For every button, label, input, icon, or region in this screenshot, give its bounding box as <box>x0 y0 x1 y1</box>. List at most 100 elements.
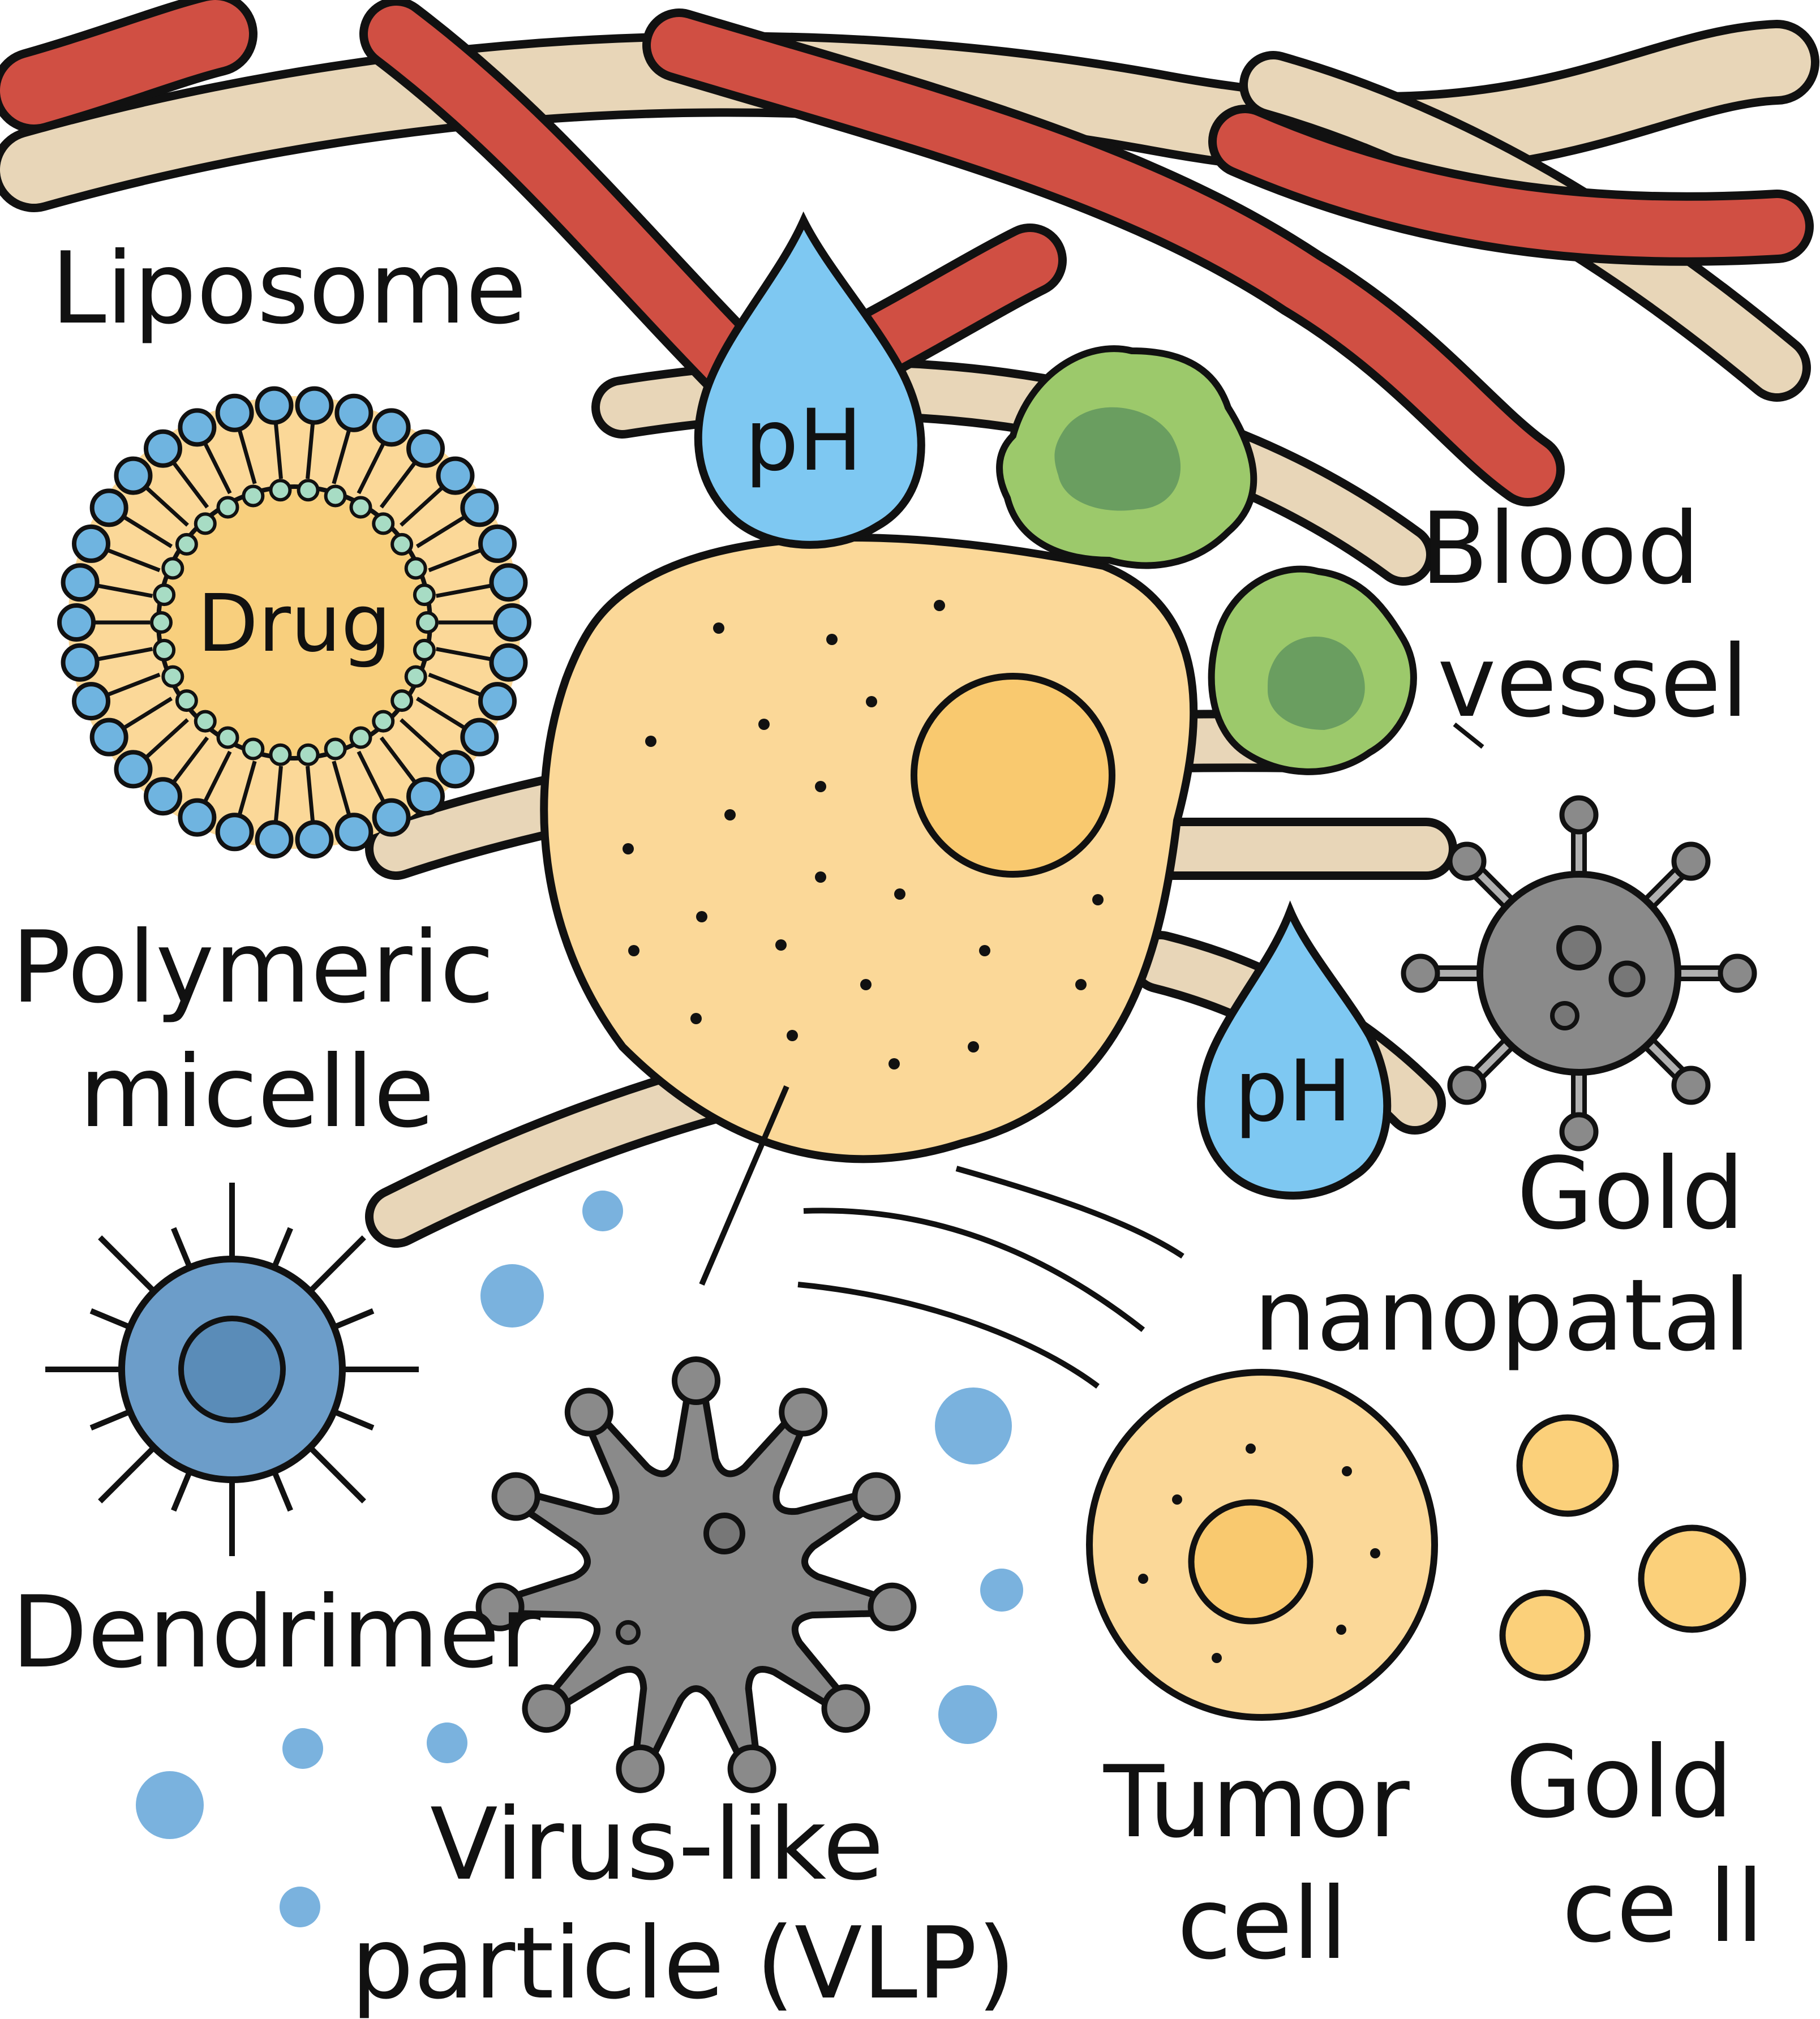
lipid-head <box>255 386 294 425</box>
lipid-head <box>143 777 182 816</box>
vlp-knob <box>852 1472 901 1521</box>
central-cell-granules <box>623 600 1104 1069</box>
spike-knob <box>1718 953 1757 993</box>
lipid-head <box>255 820 294 859</box>
ph-drop-icon: pH <box>694 211 925 549</box>
gold-particle-icon <box>1499 1414 1746 1681</box>
lipid-head <box>493 603 531 642</box>
central-cell-nucleus <box>911 673 1115 878</box>
vlp-knob <box>727 1744 776 1793</box>
lipid-head <box>178 408 217 447</box>
lipid-inner-head <box>175 532 198 556</box>
lipid-inner-head <box>404 665 427 688</box>
lipid-inner-head <box>153 638 176 661</box>
vlp-icon <box>475 1356 917 1793</box>
lipid-head <box>489 563 528 602</box>
lipid-inner-head <box>194 710 217 733</box>
lipid-inner-head <box>161 557 184 580</box>
lipid-head <box>436 456 475 495</box>
lipid-head <box>406 777 445 816</box>
lipid-head <box>478 682 517 721</box>
lipid-inner-head <box>216 726 239 749</box>
lipid-head <box>295 820 334 859</box>
lipid-inner-head <box>216 496 239 519</box>
lipid-inner-head <box>413 638 436 661</box>
spike-knob <box>1559 1112 1599 1152</box>
lipid-head <box>71 524 110 563</box>
vessel-pointer <box>1453 722 1484 749</box>
lipid-head <box>406 429 445 468</box>
lipid-head <box>436 750 475 789</box>
vlp-knob <box>821 1684 870 1733</box>
label-drug: Drug <box>198 578 392 670</box>
lipid-inner-head <box>297 743 320 766</box>
label-blood-vessel-1: Blood <box>1420 492 1700 607</box>
lipid-inner-head <box>269 743 292 766</box>
vlp-knob <box>672 1356 720 1405</box>
lipid-head <box>89 488 128 527</box>
lipid-head <box>478 524 517 563</box>
label-gold-cell-2: ce ll <box>1562 1850 1764 1965</box>
lipid-inner-head <box>324 737 347 761</box>
central-cell <box>540 534 1198 1286</box>
gold-nanoparticle-icon <box>1401 795 1757 1152</box>
lipid-inner-head <box>413 583 436 607</box>
lipid-inner-head <box>416 611 439 634</box>
lipid-head <box>89 718 128 757</box>
lipid-head <box>460 718 499 757</box>
lipid-inner-head <box>242 737 265 761</box>
label-polymeric-1: Polymeric <box>11 910 494 1025</box>
lipid-inner-head <box>372 710 395 733</box>
lipid-inner-head <box>150 611 173 634</box>
lipid-inner-head <box>269 479 292 502</box>
green-cell-icon <box>1208 565 1417 775</box>
label-tumor-2: cell <box>1177 1867 1347 1982</box>
green-cell-icon <box>996 345 1257 569</box>
label-blood-vessel-2: vessel <box>1437 625 1749 740</box>
label-gold-nano-1: Gold <box>1517 1137 1744 1252</box>
spike-knob <box>1671 1066 1711 1105</box>
lipid-inner-head <box>297 479 320 502</box>
lipid-head <box>114 750 153 789</box>
lipid-inner-head <box>194 512 217 535</box>
label-tumor-1: Tumor <box>1103 1745 1410 1860</box>
lipid-head <box>61 643 100 682</box>
vlp-knob <box>564 1387 613 1437</box>
lipid-head <box>114 456 153 495</box>
lipid-head <box>57 603 96 642</box>
lipid-head <box>460 488 499 527</box>
lipid-head <box>295 386 334 425</box>
spike-knob <box>1671 841 1711 881</box>
label-dendrimer: Dendrimer <box>11 1575 540 1690</box>
lipid-inner-head <box>404 557 427 580</box>
lipid-inner-head <box>390 689 414 712</box>
lipid-inner-head <box>390 532 414 556</box>
lipid-inner-head <box>175 689 198 712</box>
vlp-knob <box>491 1472 540 1521</box>
dendrimer-icon <box>45 1183 419 1556</box>
flow-lines <box>797 1166 1184 1389</box>
lipid-inner-head <box>349 496 372 519</box>
lipid-head <box>372 798 411 837</box>
ph-label-right: pH <box>1234 1042 1352 1141</box>
spike-knob <box>1447 841 1487 881</box>
label-vlp-2: particle (VLP) <box>351 1906 1016 2019</box>
label-gold-cell-1: Gold <box>1505 1725 1733 1840</box>
blue-dots <box>136 1191 1023 1927</box>
spike-knob <box>1559 795 1599 835</box>
spike-knob <box>1401 953 1440 993</box>
lipid-inner-head <box>242 484 265 508</box>
lipid-head <box>71 682 110 721</box>
lipid-head <box>61 563 100 602</box>
lipid-inner-head <box>161 665 184 688</box>
spike-knob <box>1447 1066 1487 1105</box>
lipid-inner-head <box>372 512 395 535</box>
labels: Liposome Blood vessel Polymeric micelle … <box>11 231 1764 2019</box>
lipid-head <box>143 429 182 468</box>
label-liposome: Liposome <box>51 231 527 346</box>
lipid-head <box>489 643 528 682</box>
ph-label-top: pH <box>745 392 862 490</box>
liposome-icon: Drug <box>57 386 531 859</box>
lipid-inner-head <box>153 583 176 607</box>
